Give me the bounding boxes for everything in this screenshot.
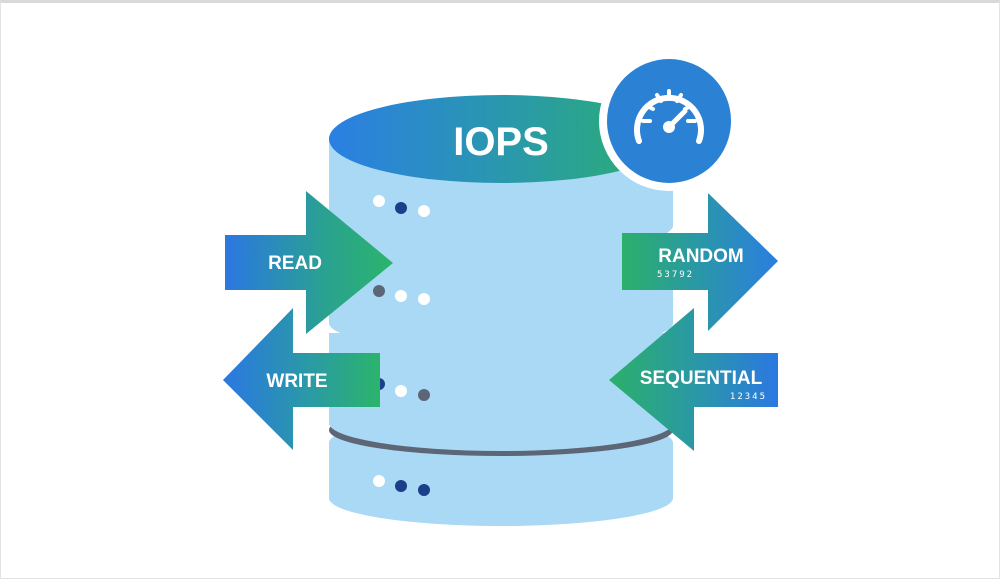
cylinder-top-cap <box>329 95 673 183</box>
read-label: READ <box>268 253 322 274</box>
led-navy <box>418 484 430 496</box>
diagram-title: IOPS <box>453 120 549 164</box>
led-white <box>418 293 430 305</box>
cylinder-disk-1: IOPS <box>329 95 673 255</box>
led-white <box>373 475 385 487</box>
led-navy <box>395 480 407 492</box>
led-gray <box>373 285 385 297</box>
write-label: WRITE <box>266 371 327 392</box>
random-arrow: RANDOM 53792 <box>622 193 778 331</box>
led-navy <box>395 202 407 214</box>
led-white <box>395 290 407 302</box>
iops-diagram: IOPS READ WRITE <box>223 51 778 526</box>
led-white <box>395 385 407 397</box>
led-white <box>418 205 430 217</box>
write-arrow: WRITE <box>223 308 380 450</box>
led-gray <box>418 389 430 401</box>
sequential-arrow: SEQUENTIAL 12345 <box>609 308 778 451</box>
sequential-label: SEQUENTIAL <box>640 368 763 389</box>
sequential-subvalue: 12345 <box>730 392 767 402</box>
speedometer-icon <box>634 89 704 144</box>
read-arrow: READ <box>225 191 393 334</box>
random-subvalue: 53792 <box>657 270 694 280</box>
led-white <box>373 195 385 207</box>
speedometer-badge <box>599 51 739 191</box>
random-label: RANDOM <box>658 246 744 267</box>
